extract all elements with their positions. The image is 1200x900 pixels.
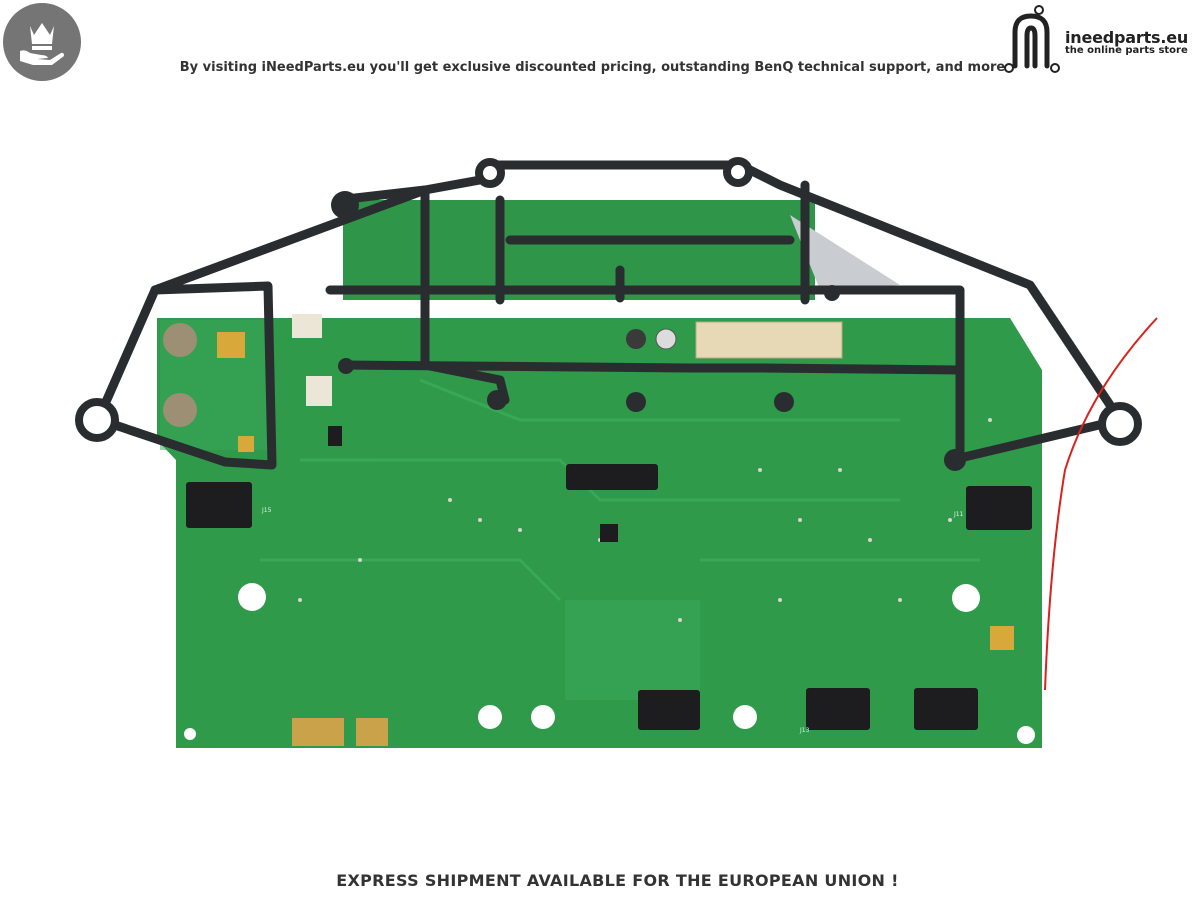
promo-tagline: By visiting iNeedParts.eu you'll get exc… [179,60,1006,75]
silk-label-j15: J15 [261,507,272,514]
silk-label-j13: J13 [799,727,810,734]
shipping-notice: EXPRESS SHIPMENT AVAILABLE FOR THE EUROP… [336,871,899,890]
brand-name: ineedparts.eu [1065,28,1189,47]
product-photo: J15 J11 J13 [0,130,1200,770]
brand-subtitle: the online parts store [1065,45,1188,56]
circuit-n-icon [1004,5,1060,73]
silk-label-j11: J11 [953,511,964,518]
discount-badge [3,3,81,81]
circuit-board-icon: J15 J11 J13 [75,157,1158,748]
brand-logo[interactable]: ineedparts.eu the online parts store [1003,2,1198,77]
crown-in-hand-icon [20,23,64,65]
